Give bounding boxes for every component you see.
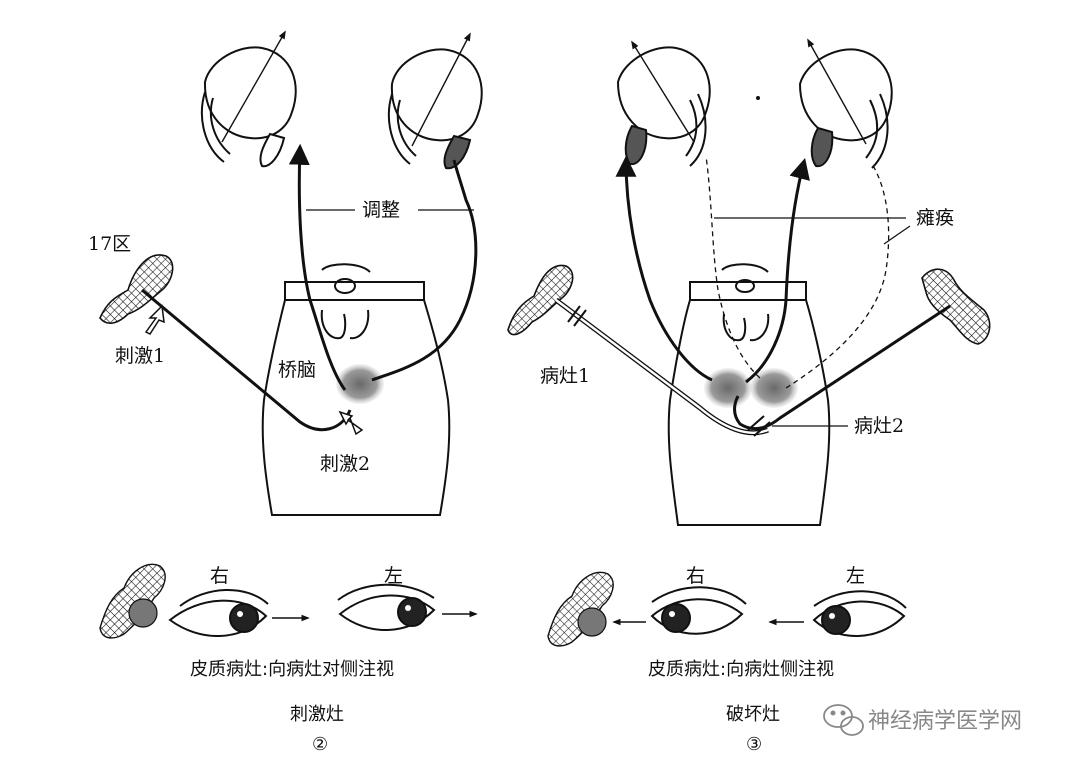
wechat-icon (823, 704, 864, 736)
right-panel: 瘫痪 病灶1 病灶2 右 左 皮质病灶:向病灶侧注视 破坏灶 ③ (507, 38, 991, 755)
right-small-cortex (547, 571, 614, 647)
label-adjust: 调整 (362, 199, 400, 221)
right-title: 破坏灶 (726, 704, 780, 725)
left-eye-right-axis (221, 30, 286, 143)
left-bottom-eye-right (168, 588, 269, 637)
left-stim1-arrow (144, 304, 165, 335)
right-paralysis-tract-b (785, 163, 890, 389)
left-pontine-nucleus (336, 364, 384, 404)
label-stim1: 刺激1 (115, 345, 165, 367)
stray-dot (756, 96, 760, 100)
right-caption: 皮质病灶:向病灶侧注视 (648, 659, 834, 680)
right-hollow-tract-inner (555, 299, 769, 434)
left-eyeball-right (200, 46, 297, 168)
right-label-right: 右 (686, 565, 705, 587)
right-cortex-left (507, 264, 574, 336)
left-panel: 17区 调整 桥脑 刺激1 刺激2 右 左 皮质病灶:向病灶对侧注视 刺激灶 ② (88, 30, 483, 755)
label-lesion2: 病灶2 (854, 415, 904, 437)
left-focus-dot (128, 598, 158, 628)
label-area17: 17区 (88, 233, 131, 255)
left-adjust-tract-a (288, 143, 347, 391)
left-label-left: 左 (384, 565, 403, 587)
right-eye-left-axis (807, 38, 867, 145)
right-intact-tract-a (615, 155, 713, 382)
left-small-cortex (99, 563, 166, 639)
watermark: 神经病学医学网 (823, 704, 1022, 736)
left-label-right: 右 (210, 565, 229, 587)
right-number: ③ (746, 734, 762, 755)
left-bottom-eye-left (337, 583, 436, 631)
right-pontine-nucleus-b (750, 368, 798, 408)
label-paralysis: 瘫痪 (916, 207, 954, 229)
right-lesion1-mark (567, 305, 587, 327)
label-lesion1: 病灶1 (540, 365, 590, 387)
left-adjust-tract-b (371, 159, 478, 382)
right-lesion2-mark (747, 415, 771, 437)
right-label-left: 左 (846, 565, 865, 587)
right-solid-tract (733, 304, 951, 431)
left-title: 刺激灶 (290, 704, 344, 725)
right-paralysis-tract-a (705, 155, 761, 379)
right-paralysis-pointer-b (883, 225, 911, 245)
left-area17-cortex (99, 254, 174, 325)
right-bottom-eye-right (650, 586, 747, 635)
left-caption: 皮质病灶:向病灶对侧注视 (190, 659, 394, 680)
right-cortex-right (921, 268, 991, 345)
left-eyeball-left (387, 48, 483, 170)
left-number: ② (312, 734, 328, 755)
right-focus-dot (577, 607, 607, 637)
left-eye-left-axis (411, 32, 471, 147)
right-eyeball-left (798, 48, 893, 169)
right-intact-tract-b (745, 157, 810, 384)
right-eye-right-axis (631, 40, 695, 143)
right-bottom-eye-left (812, 590, 907, 637)
left-stim2-arrow (338, 410, 364, 436)
right-pontine-nucleus-a (704, 368, 752, 408)
label-stim2: 刺激2 (320, 453, 370, 475)
watermark-text: 神经病学医学网 (868, 709, 1022, 734)
right-eyeball-right (616, 46, 711, 167)
label-pons: 桥脑 (278, 359, 316, 381)
